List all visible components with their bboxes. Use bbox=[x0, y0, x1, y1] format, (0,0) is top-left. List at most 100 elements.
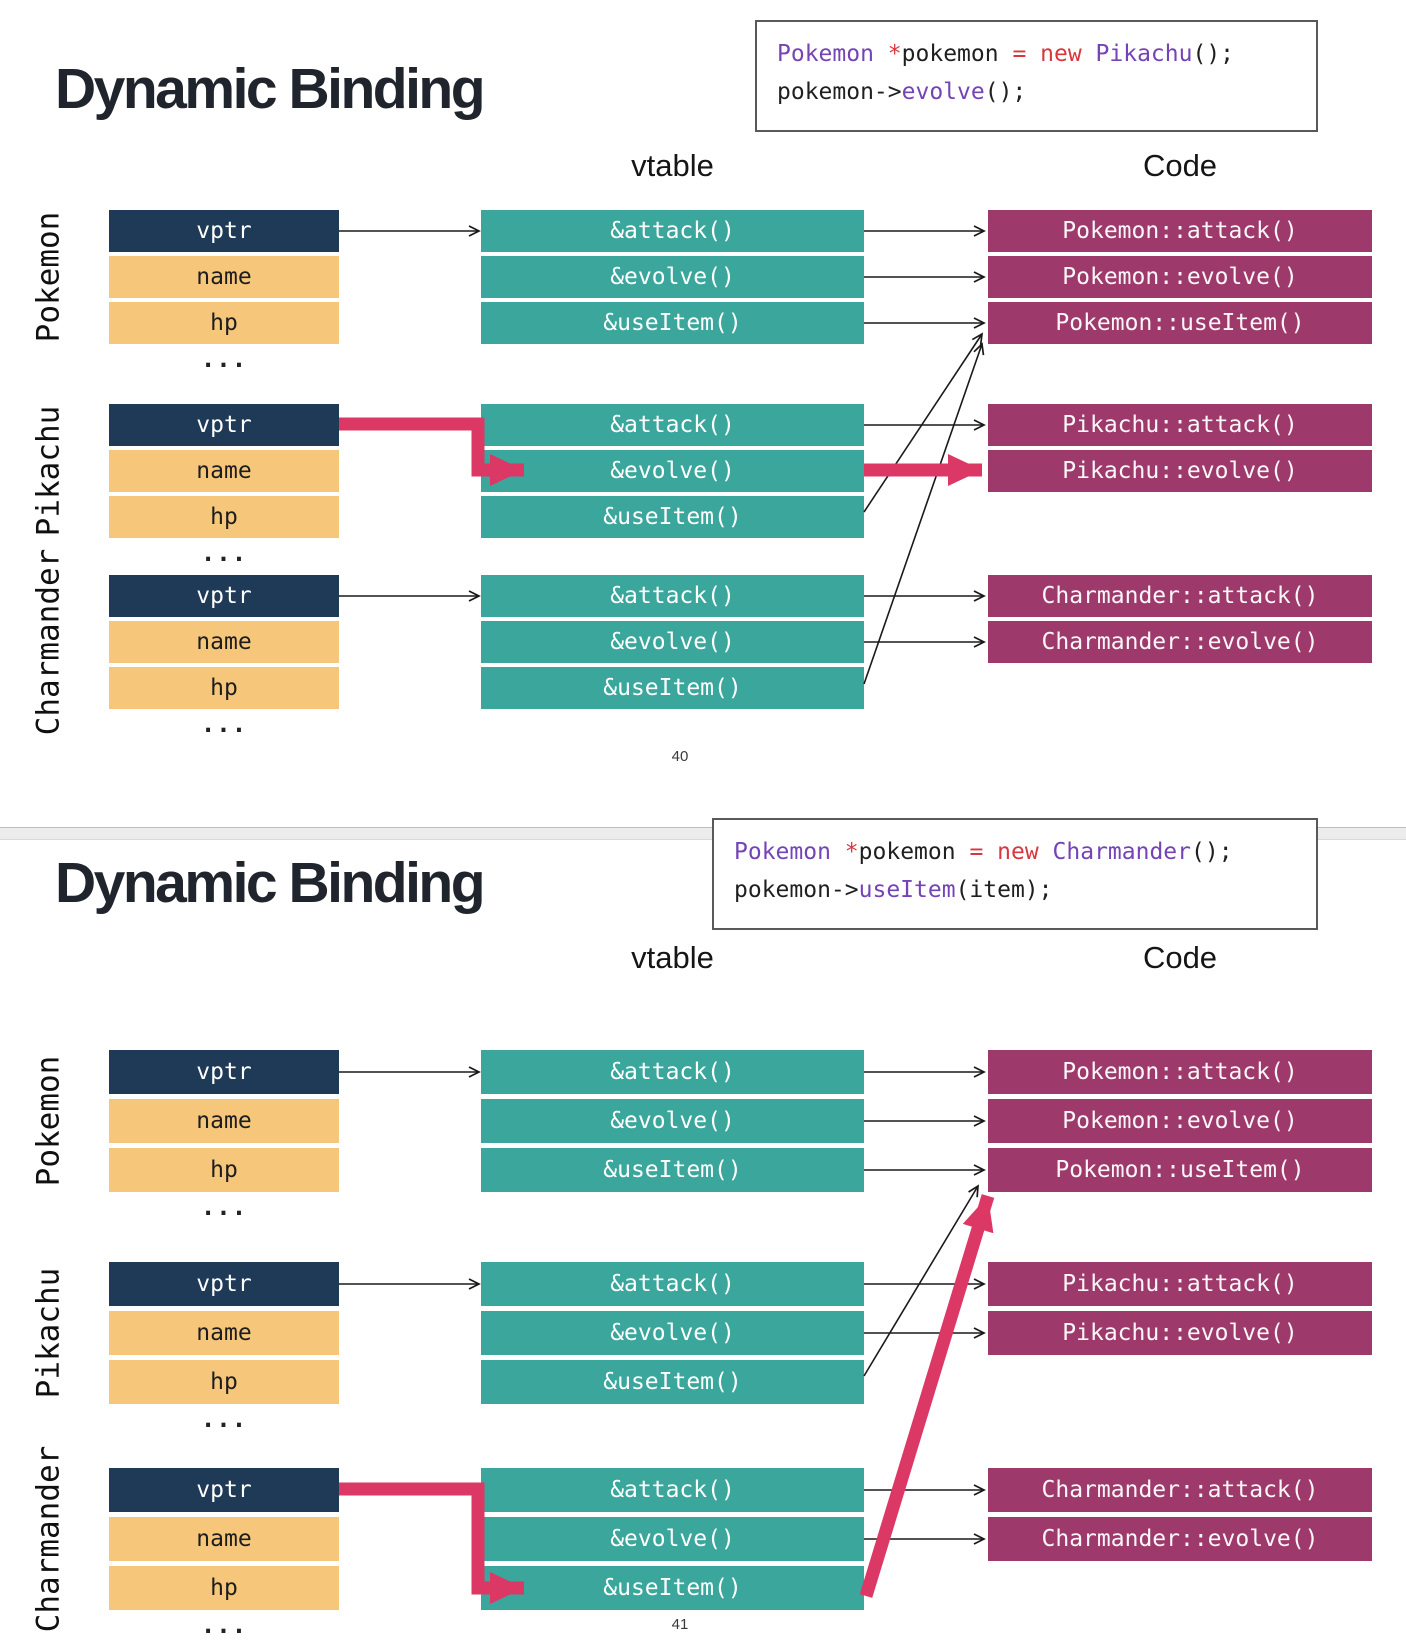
code-cell-useitem: Pokemon::useItem() bbox=[988, 1148, 1372, 1192]
vtable-entry-evolve: &evolve() bbox=[481, 621, 864, 663]
class-label-pokemon: Pokemon bbox=[6, 210, 90, 344]
code-token: Pokemon bbox=[734, 839, 831, 865]
code-token: useItem bbox=[858, 877, 956, 903]
field-name: name bbox=[109, 1311, 339, 1355]
vtable-entry-useitem: &useItem() bbox=[481, 496, 864, 538]
vtable-column-header: vtable bbox=[631, 940, 714, 975]
code-column-header: Code bbox=[1142, 940, 1218, 975]
field-hp: hp bbox=[109, 667, 339, 709]
field-vptr: vptr bbox=[109, 1262, 339, 1306]
code-token: pokemon-> bbox=[777, 79, 902, 105]
code-token: * bbox=[887, 41, 902, 67]
field-name: name bbox=[109, 256, 339, 298]
vtable-entry-evolve: &evolve() bbox=[481, 1517, 864, 1561]
field-vptr: vptr bbox=[109, 210, 339, 252]
vtable-entry-useitem: &useItem() bbox=[481, 1566, 864, 1610]
class-label-pikachu: Pikachu bbox=[6, 1262, 90, 1404]
field-vptr: vptr bbox=[109, 404, 339, 446]
vtable-entry-useitem: &useItem() bbox=[481, 1360, 864, 1404]
code-cell-attack: Pokemon::attack() bbox=[988, 1050, 1372, 1094]
vtable-entry-useitem: &useItem() bbox=[481, 1148, 864, 1192]
code-cell-evolve: Pokemon::evolve() bbox=[988, 256, 1372, 298]
code-cell-evolve: Pikachu::evolve() bbox=[988, 1311, 1372, 1355]
ellipsis: ... bbox=[200, 345, 248, 373]
vtable-entry-evolve: &evolve() bbox=[481, 1311, 864, 1355]
class-label-text: Pikachu bbox=[30, 1267, 66, 1399]
class-label-text: Charmander bbox=[30, 548, 67, 736]
page-number: 40 bbox=[671, 748, 689, 765]
class-label-text: Pokemon bbox=[30, 211, 66, 343]
vtable-entry-attack: &attack() bbox=[481, 404, 864, 446]
code-token: * bbox=[844, 839, 859, 865]
field-name: name bbox=[109, 450, 339, 492]
code-cell-evolve: Pikachu::evolve() bbox=[988, 450, 1372, 492]
vtable-entry-useitem: &useItem() bbox=[481, 667, 864, 709]
code-token: (item); bbox=[955, 877, 1053, 903]
code-line: pokemon->useItem(item); bbox=[734, 871, 1316, 909]
field-name: name bbox=[109, 621, 339, 663]
code-cell-evolve: Pokemon::evolve() bbox=[988, 1099, 1372, 1143]
code-cell-useitem: Pokemon::useItem() bbox=[988, 302, 1372, 344]
code-cell-attack: Charmander::attack() bbox=[988, 575, 1372, 617]
code-token: Charmander bbox=[1052, 839, 1192, 865]
class-label-charmander: Charmander bbox=[6, 549, 90, 736]
code-line: Pokemon *pokemon = new Charmander(); bbox=[734, 833, 1316, 871]
code-cell-attack: Pokemon::attack() bbox=[988, 210, 1372, 252]
code-cell-evolve: Charmander::evolve() bbox=[988, 1517, 1372, 1561]
code-token: (); bbox=[984, 79, 1027, 105]
vtable-entry-attack: &attack() bbox=[481, 575, 864, 617]
field-name: name bbox=[109, 1517, 339, 1561]
page-number: 41 bbox=[671, 1616, 689, 1633]
ellipsis: ... bbox=[200, 539, 248, 567]
code-token: = new bbox=[969, 839, 1053, 865]
vtable-column-header: vtable bbox=[631, 148, 714, 183]
code-cell-attack: Charmander::attack() bbox=[988, 1468, 1372, 1512]
arrow-charmander-useitem-to-pokemon-useitem bbox=[863, 342, 985, 685]
code-token: pokemon-> bbox=[734, 877, 859, 903]
code-cell-attack: Pikachu::attack() bbox=[988, 1262, 1372, 1306]
code-cell-evolve: Charmander::evolve() bbox=[988, 621, 1372, 663]
class-label-text: Pikachu bbox=[30, 405, 66, 537]
class-label-charmander: Charmander bbox=[6, 1446, 90, 1633]
field-vptr: vptr bbox=[109, 1468, 339, 1512]
highlight-arrow-useitem-to-pokemon-useitem bbox=[859, 1194, 995, 1598]
vtable-entry-evolve: &evolve() bbox=[481, 450, 864, 492]
code-column-header: Code bbox=[1142, 148, 1218, 183]
field-hp: hp bbox=[109, 1566, 339, 1610]
arrow-pikachu-useitem-to-pokemon-useitem bbox=[863, 1184, 979, 1377]
code-token: Pokemon bbox=[777, 41, 874, 67]
field-name: name bbox=[109, 1099, 339, 1143]
class-label-pikachu: Pikachu bbox=[6, 404, 90, 538]
code-token: Pikachu bbox=[1095, 41, 1193, 67]
class-label-pokemon: Pokemon bbox=[6, 1050, 90, 1192]
ellipsis: ... bbox=[200, 1193, 248, 1221]
vtable-entry-attack: &attack() bbox=[481, 210, 864, 252]
vtable-entry-evolve: &evolve() bbox=[481, 1099, 864, 1143]
code-line: Pokemon *pokemon = new Pikachu(); bbox=[777, 35, 1316, 73]
ellipsis: ... bbox=[200, 710, 248, 738]
ellipsis: ... bbox=[200, 1405, 248, 1433]
code-token bbox=[831, 839, 845, 865]
field-vptr: vptr bbox=[109, 1050, 339, 1094]
field-hp: hp bbox=[109, 1148, 339, 1192]
vtable-entry-attack: &attack() bbox=[481, 1050, 864, 1094]
vtable-entry-attack: &attack() bbox=[481, 1262, 864, 1306]
code-snippet-box: Pokemon *pokemon = new Charmander(); pok… bbox=[712, 818, 1318, 930]
code-token: (); bbox=[1192, 41, 1235, 67]
code-token: = new bbox=[1012, 41, 1096, 67]
code-snippet-box: Pokemon *pokemon = new Pikachu(); pokemo… bbox=[755, 20, 1318, 132]
class-label-text: Charmander bbox=[30, 1445, 67, 1633]
code-token: (); bbox=[1191, 839, 1233, 865]
code-token: pokemon bbox=[901, 41, 1013, 67]
vtable-entry-evolve: &evolve() bbox=[481, 256, 864, 298]
code-token bbox=[874, 41, 888, 67]
field-hp: hp bbox=[109, 302, 339, 344]
field-hp: hp bbox=[109, 1360, 339, 1404]
code-line: pokemon->evolve(); bbox=[777, 73, 1316, 111]
vtable-entry-attack: &attack() bbox=[481, 1468, 864, 1512]
code-token: pokemon bbox=[858, 839, 970, 865]
slide-title: Dynamic Binding bbox=[55, 57, 486, 121]
field-vptr: vptr bbox=[109, 575, 339, 617]
field-hp: hp bbox=[109, 496, 339, 538]
vtable-entry-useitem: &useItem() bbox=[481, 302, 864, 344]
